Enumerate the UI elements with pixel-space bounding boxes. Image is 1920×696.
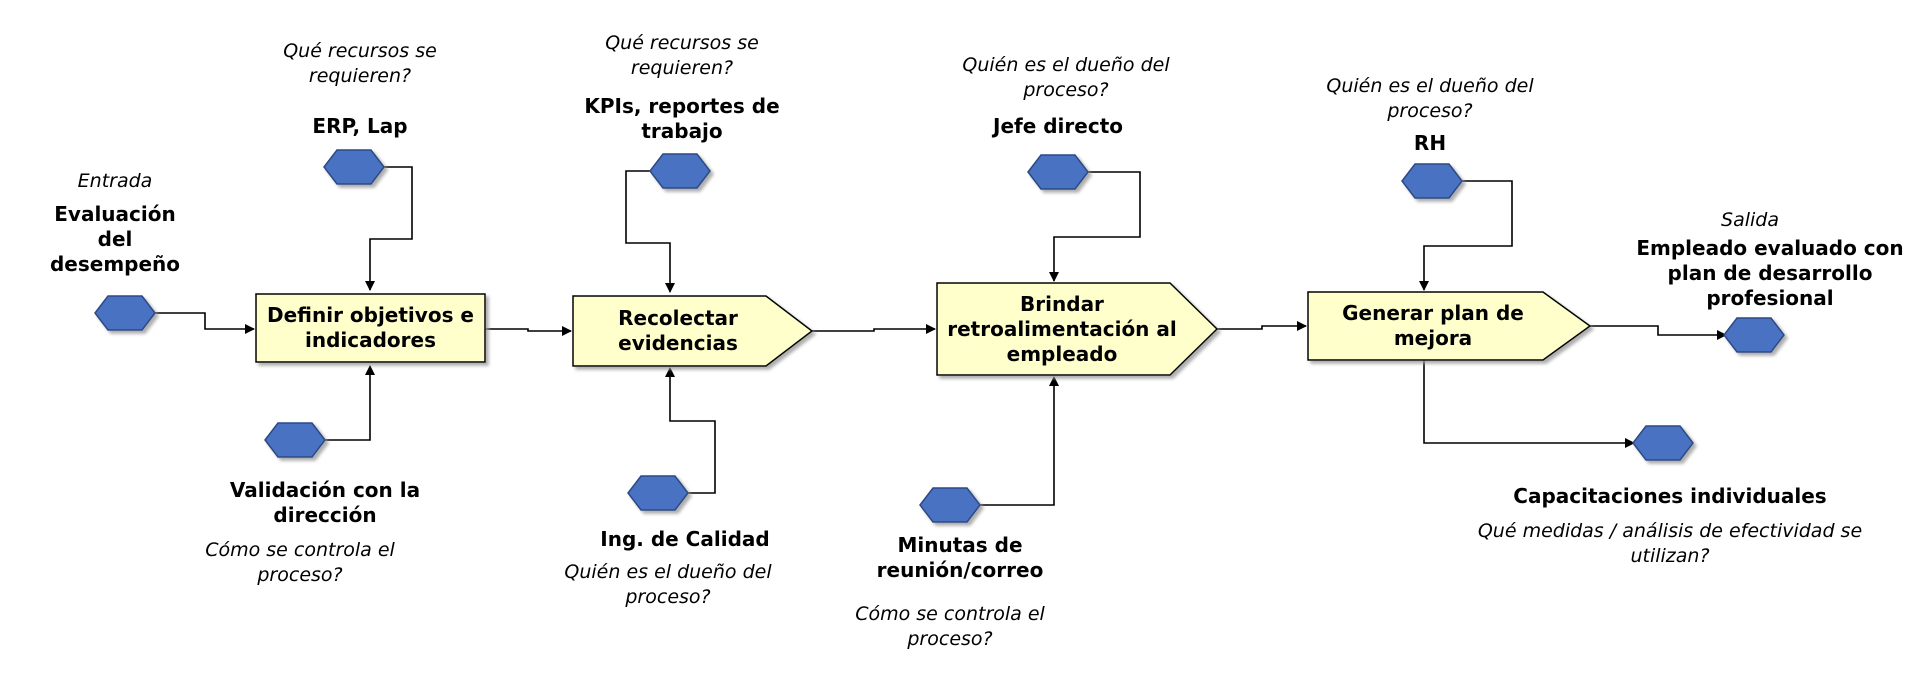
connector-step1-resource	[365, 166, 413, 291]
connector-step1-to-step2	[485, 326, 572, 336]
step1-control-question: Cómo se controla el proceso?	[205, 539, 395, 586]
output-tag: Salida	[1721, 209, 1779, 231]
connector-step3-control	[980, 376, 1059, 506]
hexagon-step1-resource-icon	[323, 149, 385, 185]
connector-step4-measures	[1423, 360, 1635, 448]
step4-measures-value: Capacitaciones individuales	[1513, 484, 1827, 508]
hexagon-input-icon	[94, 295, 156, 331]
step2-owner-value: Ing. de Calidad	[600, 527, 770, 551]
step4-owner-value: RH	[1413, 131, 1447, 155]
step4-box	[1307, 291, 1592, 361]
step3-label: Brindar retroalimentación al empleado	[947, 291, 1177, 366]
hexagon-step4-measures-icon	[1632, 425, 1694, 461]
hexagon-step1-control-icon	[264, 422, 326, 458]
input-label: Evaluación del desempeño	[49, 202, 181, 276]
hexagon-step4-owner-icon	[1401, 163, 1463, 199]
step1-resources-question: Qué recursos se requieren?	[283, 40, 437, 87]
connectors	[155, 166, 1727, 506]
step4-owner-question: Quién es el dueño del proceso?	[1326, 75, 1534, 122]
process-boxes	[255, 282, 1592, 376]
step1-control-value: Validación con la dirección	[229, 478, 421, 527]
step1-resource-value: ERP, Lap	[312, 114, 408, 138]
connector-step2-resource	[625, 170, 675, 293]
connector-step1-control	[325, 365, 375, 441]
step4-label: Generar plan de mejora	[1342, 301, 1524, 350]
step2-owner-question: Quién es el dueño del proceso?	[564, 561, 772, 608]
hexagon-step2-owner-icon	[627, 475, 689, 511]
connector-step2-to-step3	[812, 324, 936, 334]
connector-step4-to-output	[1590, 325, 1727, 340]
connector-step3-to-step4	[1217, 321, 1307, 331]
output-label: Empleado evaluado con plan de desarrollo…	[1636, 236, 1904, 310]
connector-step2-owner	[665, 367, 716, 494]
step3-owner-question: Quién es el dueño del proceso?	[962, 54, 1170, 101]
step3-control-value: Minutas de reunión/correo	[876, 533, 1044, 582]
hexagon-step2-resource-icon	[649, 153, 711, 189]
step3-owner-value: Jefe directo	[993, 114, 1123, 138]
step1-label: Definir objetivos e indicadores	[266, 303, 474, 352]
connector-step3-owner	[1049, 171, 1141, 282]
step3-box	[936, 282, 1219, 376]
step2-resource-value: KPIs, reportes de trabajo	[584, 94, 780, 143]
step2-box	[572, 295, 814, 367]
hexagon-output-icon	[1723, 317, 1785, 353]
hexagons	[94, 149, 1785, 523]
connector-step4-owner	[1419, 180, 1513, 291]
step2-label: Recolectar evidencias	[618, 306, 738, 355]
step3-control-question: Cómo se controla el proceso?	[855, 603, 1045, 650]
hexagon-step3-owner-icon	[1027, 154, 1089, 190]
step1-box	[255, 293, 486, 363]
connector-input-to-step1	[155, 312, 255, 334]
step4-measures-question: Qué medidas / análisis de efectividad se…	[1477, 520, 1863, 567]
input-tag: Entrada	[77, 170, 153, 192]
step2-resources-question: Qué recursos se requieren?	[605, 32, 759, 79]
hexagon-step3-control-icon	[919, 487, 981, 523]
